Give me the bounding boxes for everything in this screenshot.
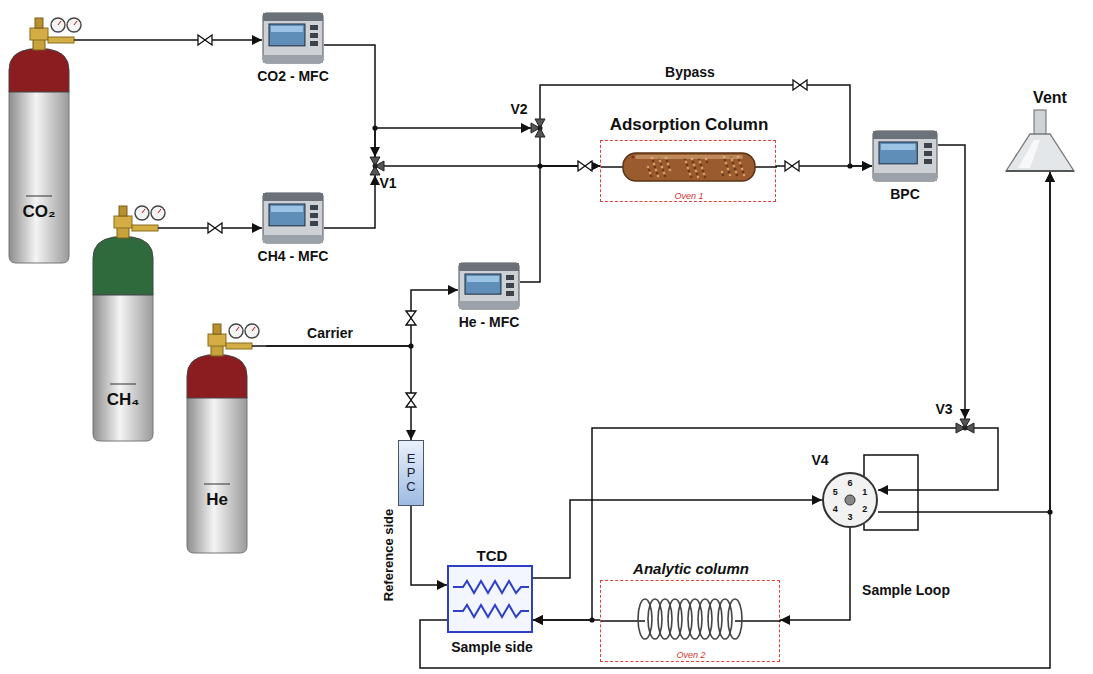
mass-flow-controller-shape xyxy=(458,262,520,310)
inline-valves xyxy=(198,35,807,407)
analytic-oven: Analytic columnOven 2 xyxy=(600,580,780,662)
valve-symbol xyxy=(406,311,416,325)
he-cylinder-shape xyxy=(186,318,266,554)
node-label: V1 xyxy=(379,175,396,191)
pipe-line xyxy=(533,500,822,578)
port-number: 1 xyxy=(862,486,867,496)
mass-flow-controller-shape xyxy=(262,12,324,64)
node-label: He xyxy=(206,490,228,510)
vent-hood-shape xyxy=(1000,110,1080,172)
pipe-line xyxy=(88,39,262,41)
pipe-line xyxy=(878,172,1050,512)
node-label: V4 xyxy=(811,452,828,468)
mass-flow-controller: CO2 - MFC xyxy=(262,12,324,64)
node-label: CH₄ xyxy=(107,390,140,410)
port-number: 6 xyxy=(847,478,852,488)
junction-dot xyxy=(537,163,542,168)
port-number: 3 xyxy=(847,512,852,522)
mass-flow-controller-shape xyxy=(262,192,324,244)
node-label: Oven 2 xyxy=(676,650,705,660)
node-label: Vent xyxy=(1033,89,1067,107)
valve-symbol xyxy=(578,161,592,171)
back-pressure-controller-shape xyxy=(872,130,938,182)
he-cylinder: He xyxy=(186,318,266,554)
mass-flow-controller: He - MFC xyxy=(458,262,520,310)
junction-dot xyxy=(372,125,377,130)
thermal-conductivity-detector-shape xyxy=(449,567,535,635)
node-label: He - MFC xyxy=(459,314,520,330)
pipe-line xyxy=(420,172,1050,668)
node-label: CH4 - MFC xyxy=(258,248,329,264)
pipe-line xyxy=(266,346,411,440)
line-label: Carrier xyxy=(304,325,356,341)
ch4-cylinder: CH₄ xyxy=(92,200,172,442)
pipe-line xyxy=(533,428,956,620)
pipe-line xyxy=(324,175,375,228)
three-way-valve-shape xyxy=(956,419,974,437)
pipe-line xyxy=(878,428,998,490)
node-label: EPC xyxy=(405,452,418,495)
node-label: Sample side xyxy=(451,639,533,655)
port-number: 5 xyxy=(833,486,838,496)
node-label: CO₂ xyxy=(22,202,55,222)
six-port-valve: V4612345Sample Loop xyxy=(822,472,878,528)
junction-dot xyxy=(408,343,413,348)
three-way-valve-shape xyxy=(366,157,384,175)
pressure-controller: EPC xyxy=(398,440,424,506)
three-way-valve: V1 xyxy=(366,157,384,175)
node-label: V3 xyxy=(935,401,952,417)
three-way-valve: V3 xyxy=(956,419,974,437)
back-pressure-controller: BPC xyxy=(872,130,938,182)
junctions xyxy=(372,125,1052,622)
valve-symbol xyxy=(208,223,222,233)
port-number: 2 xyxy=(862,503,867,513)
junction-dot xyxy=(847,163,852,168)
three-way-valve-shape xyxy=(531,119,549,137)
vent-hood: Vent xyxy=(1000,110,1080,172)
adsorption-oven: Adsorption ColumnOven 1 xyxy=(600,140,776,202)
node-label: Analytic column xyxy=(633,560,749,577)
three-way-valve: V2 xyxy=(531,119,549,137)
node-label: CO2 - MFC xyxy=(257,68,329,84)
node-label: Sample Loop xyxy=(862,582,950,598)
pipe-line xyxy=(266,290,458,346)
pipe-line xyxy=(411,506,447,585)
node-label: V2 xyxy=(510,101,527,117)
pipe-line xyxy=(780,528,850,620)
pipe-line xyxy=(375,128,531,157)
thermal-conductivity-detector: TCDSample side xyxy=(447,565,533,633)
mass-flow-controller: CH4 - MFC xyxy=(262,192,324,244)
junction-dot xyxy=(1047,509,1052,514)
node-label: BPC xyxy=(890,186,920,202)
node-label: Adsorption Column xyxy=(610,115,769,135)
valve-symbol xyxy=(406,393,416,407)
line-label: Bypass xyxy=(662,64,718,80)
port-number: 4 xyxy=(833,503,838,513)
valve-symbol xyxy=(785,161,799,171)
junction-dot xyxy=(589,617,594,622)
pipe-line xyxy=(938,145,965,419)
node-label: TCD xyxy=(477,547,508,564)
side-label: Reference side xyxy=(382,509,397,602)
pipe-line xyxy=(324,45,375,157)
valve-symbol xyxy=(793,80,807,90)
valve-symbol xyxy=(198,35,212,45)
node-label: Oven 1 xyxy=(674,191,703,201)
pipe-line xyxy=(520,166,600,282)
co2-cylinder: CO₂ xyxy=(8,12,88,264)
co2-cylinder-shape xyxy=(8,12,88,264)
